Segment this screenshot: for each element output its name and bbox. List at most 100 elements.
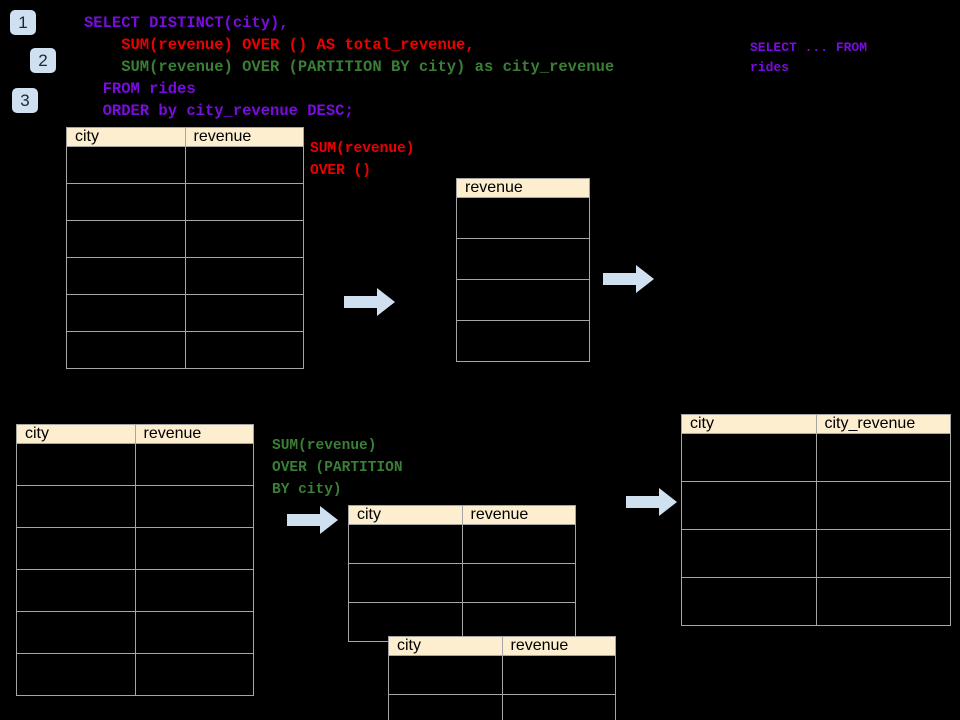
annotation-total-revenue-line-1: SUM(revenue)	[310, 141, 415, 157]
cell-revenue[interactable]	[501, 655, 616, 695]
table-row[interactable]	[16, 569, 254, 612]
table-row[interactable]	[16, 527, 254, 570]
cell-city[interactable]	[348, 524, 463, 564]
rides-source-table-bottom[interactable]: city revenue	[16, 424, 254, 696]
annotation-city-revenue-line-3: BY city)	[272, 482, 342, 498]
table-row[interactable]	[681, 433, 951, 482]
table-row[interactable]	[681, 577, 951, 626]
cell-city[interactable]	[16, 611, 136, 654]
table-header-row: revenue	[456, 178, 590, 198]
arrow-partition-to-result	[626, 487, 678, 517]
cell-city-revenue[interactable]	[815, 433, 951, 482]
cell-city[interactable]	[681, 577, 817, 626]
table-row[interactable]	[456, 320, 590, 362]
table-row[interactable]	[456, 238, 590, 280]
sql-line-select-distinct: SELECT DISTINCT(city),	[84, 14, 289, 32]
arrow-source-to-total-revenue	[344, 287, 396, 317]
table-row[interactable]	[681, 529, 951, 578]
column-header-revenue: revenue	[461, 505, 576, 525]
table-row[interactable]	[456, 279, 590, 321]
final-result-table[interactable]: city city_revenue	[681, 414, 951, 626]
cell-city[interactable]	[16, 485, 136, 528]
table-row[interactable]	[348, 563, 576, 603]
table-row[interactable]	[66, 331, 304, 369]
annotation-city-revenue-line-1: SUM(revenue)	[272, 438, 377, 454]
column-header-revenue: revenue	[134, 424, 254, 444]
cell-revenue[interactable]	[134, 653, 254, 696]
cell-revenue[interactable]	[184, 220, 304, 258]
cell-revenue[interactable]	[134, 569, 254, 612]
cell-city[interactable]	[66, 146, 186, 184]
column-header-revenue: revenue	[501, 636, 616, 656]
annotation-total-revenue-line-2: OVER ()	[310, 163, 371, 179]
cell-revenue[interactable]	[134, 527, 254, 570]
cell-city[interactable]	[388, 655, 503, 695]
cell-city[interactable]	[66, 294, 186, 332]
cell-revenue[interactable]	[134, 611, 254, 654]
cell-revenue[interactable]	[134, 485, 254, 528]
table-row[interactable]	[16, 653, 254, 696]
cell-city[interactable]	[388, 694, 503, 720]
cell-revenue[interactable]	[184, 183, 304, 221]
cell-revenue[interactable]	[184, 257, 304, 295]
step-badge-1[interactable]: 1	[10, 10, 36, 35]
cell-city[interactable]	[16, 443, 136, 486]
table-row[interactable]	[348, 524, 576, 564]
cell-city-revenue[interactable]	[815, 577, 951, 626]
table-row[interactable]	[66, 220, 304, 258]
arrow-total-revenue-to-result	[603, 264, 655, 294]
cell-revenue[interactable]	[456, 238, 590, 280]
cell-city[interactable]	[681, 433, 817, 482]
cell-city[interactable]	[348, 563, 463, 603]
cell-city-revenue[interactable]	[815, 529, 951, 578]
cell-revenue[interactable]	[184, 294, 304, 332]
column-header-revenue: revenue	[456, 178, 590, 198]
cell-city[interactable]	[66, 183, 186, 221]
cell-city[interactable]	[16, 527, 136, 570]
step-badge-3[interactable]: 3	[12, 88, 38, 113]
table-header-row: city revenue	[16, 424, 254, 444]
arrow-source-to-partition	[287, 505, 339, 535]
cell-city[interactable]	[66, 331, 186, 369]
table-row[interactable]	[66, 146, 304, 184]
cell-revenue[interactable]	[456, 197, 590, 239]
cell-revenue[interactable]	[184, 146, 304, 184]
cell-city[interactable]	[16, 653, 136, 696]
column-header-city: city	[16, 424, 136, 444]
cell-city[interactable]	[681, 481, 817, 530]
cell-city[interactable]	[16, 569, 136, 612]
cell-revenue[interactable]	[184, 331, 304, 369]
table-row[interactable]	[66, 257, 304, 295]
table-row[interactable]	[16, 611, 254, 654]
annotation-city-revenue-line-2: OVER (PARTITION	[272, 460, 403, 476]
table-row[interactable]	[16, 485, 254, 528]
sql-line-total-revenue: SUM(revenue) OVER () AS total_revenue,	[84, 36, 475, 54]
table-row[interactable]	[388, 655, 616, 695]
cell-revenue[interactable]	[461, 524, 576, 564]
cell-city[interactable]	[348, 602, 463, 642]
cell-city[interactable]	[681, 529, 817, 578]
total-revenue-table[interactable]: revenue	[456, 178, 590, 362]
cell-revenue[interactable]	[134, 443, 254, 486]
column-header-city-revenue: city_revenue	[815, 414, 951, 434]
table-row[interactable]	[66, 294, 304, 332]
cell-city-revenue[interactable]	[815, 481, 951, 530]
table-row[interactable]	[66, 183, 304, 221]
table-row[interactable]	[456, 197, 590, 239]
cell-revenue[interactable]	[456, 320, 590, 362]
partition-group-table-front[interactable]: city revenue	[388, 636, 616, 720]
cell-revenue[interactable]	[501, 694, 616, 720]
cell-city[interactable]	[66, 257, 186, 295]
step-badge-2[interactable]: 2	[30, 48, 56, 73]
table-row[interactable]	[388, 694, 616, 720]
cell-revenue[interactable]	[461, 563, 576, 603]
sql-line-from: FROM rides	[84, 80, 196, 98]
partition-group-table-back[interactable]: city revenue	[348, 505, 576, 642]
table-row[interactable]	[681, 481, 951, 530]
table-row[interactable]	[16, 443, 254, 486]
cell-revenue[interactable]	[456, 279, 590, 321]
table-header-row: city revenue	[388, 636, 616, 656]
sql-line-order-by: ORDER by city_revenue DESC;	[84, 102, 354, 120]
cell-city[interactable]	[66, 220, 186, 258]
rides-source-table-top[interactable]: city revenue	[66, 127, 304, 369]
